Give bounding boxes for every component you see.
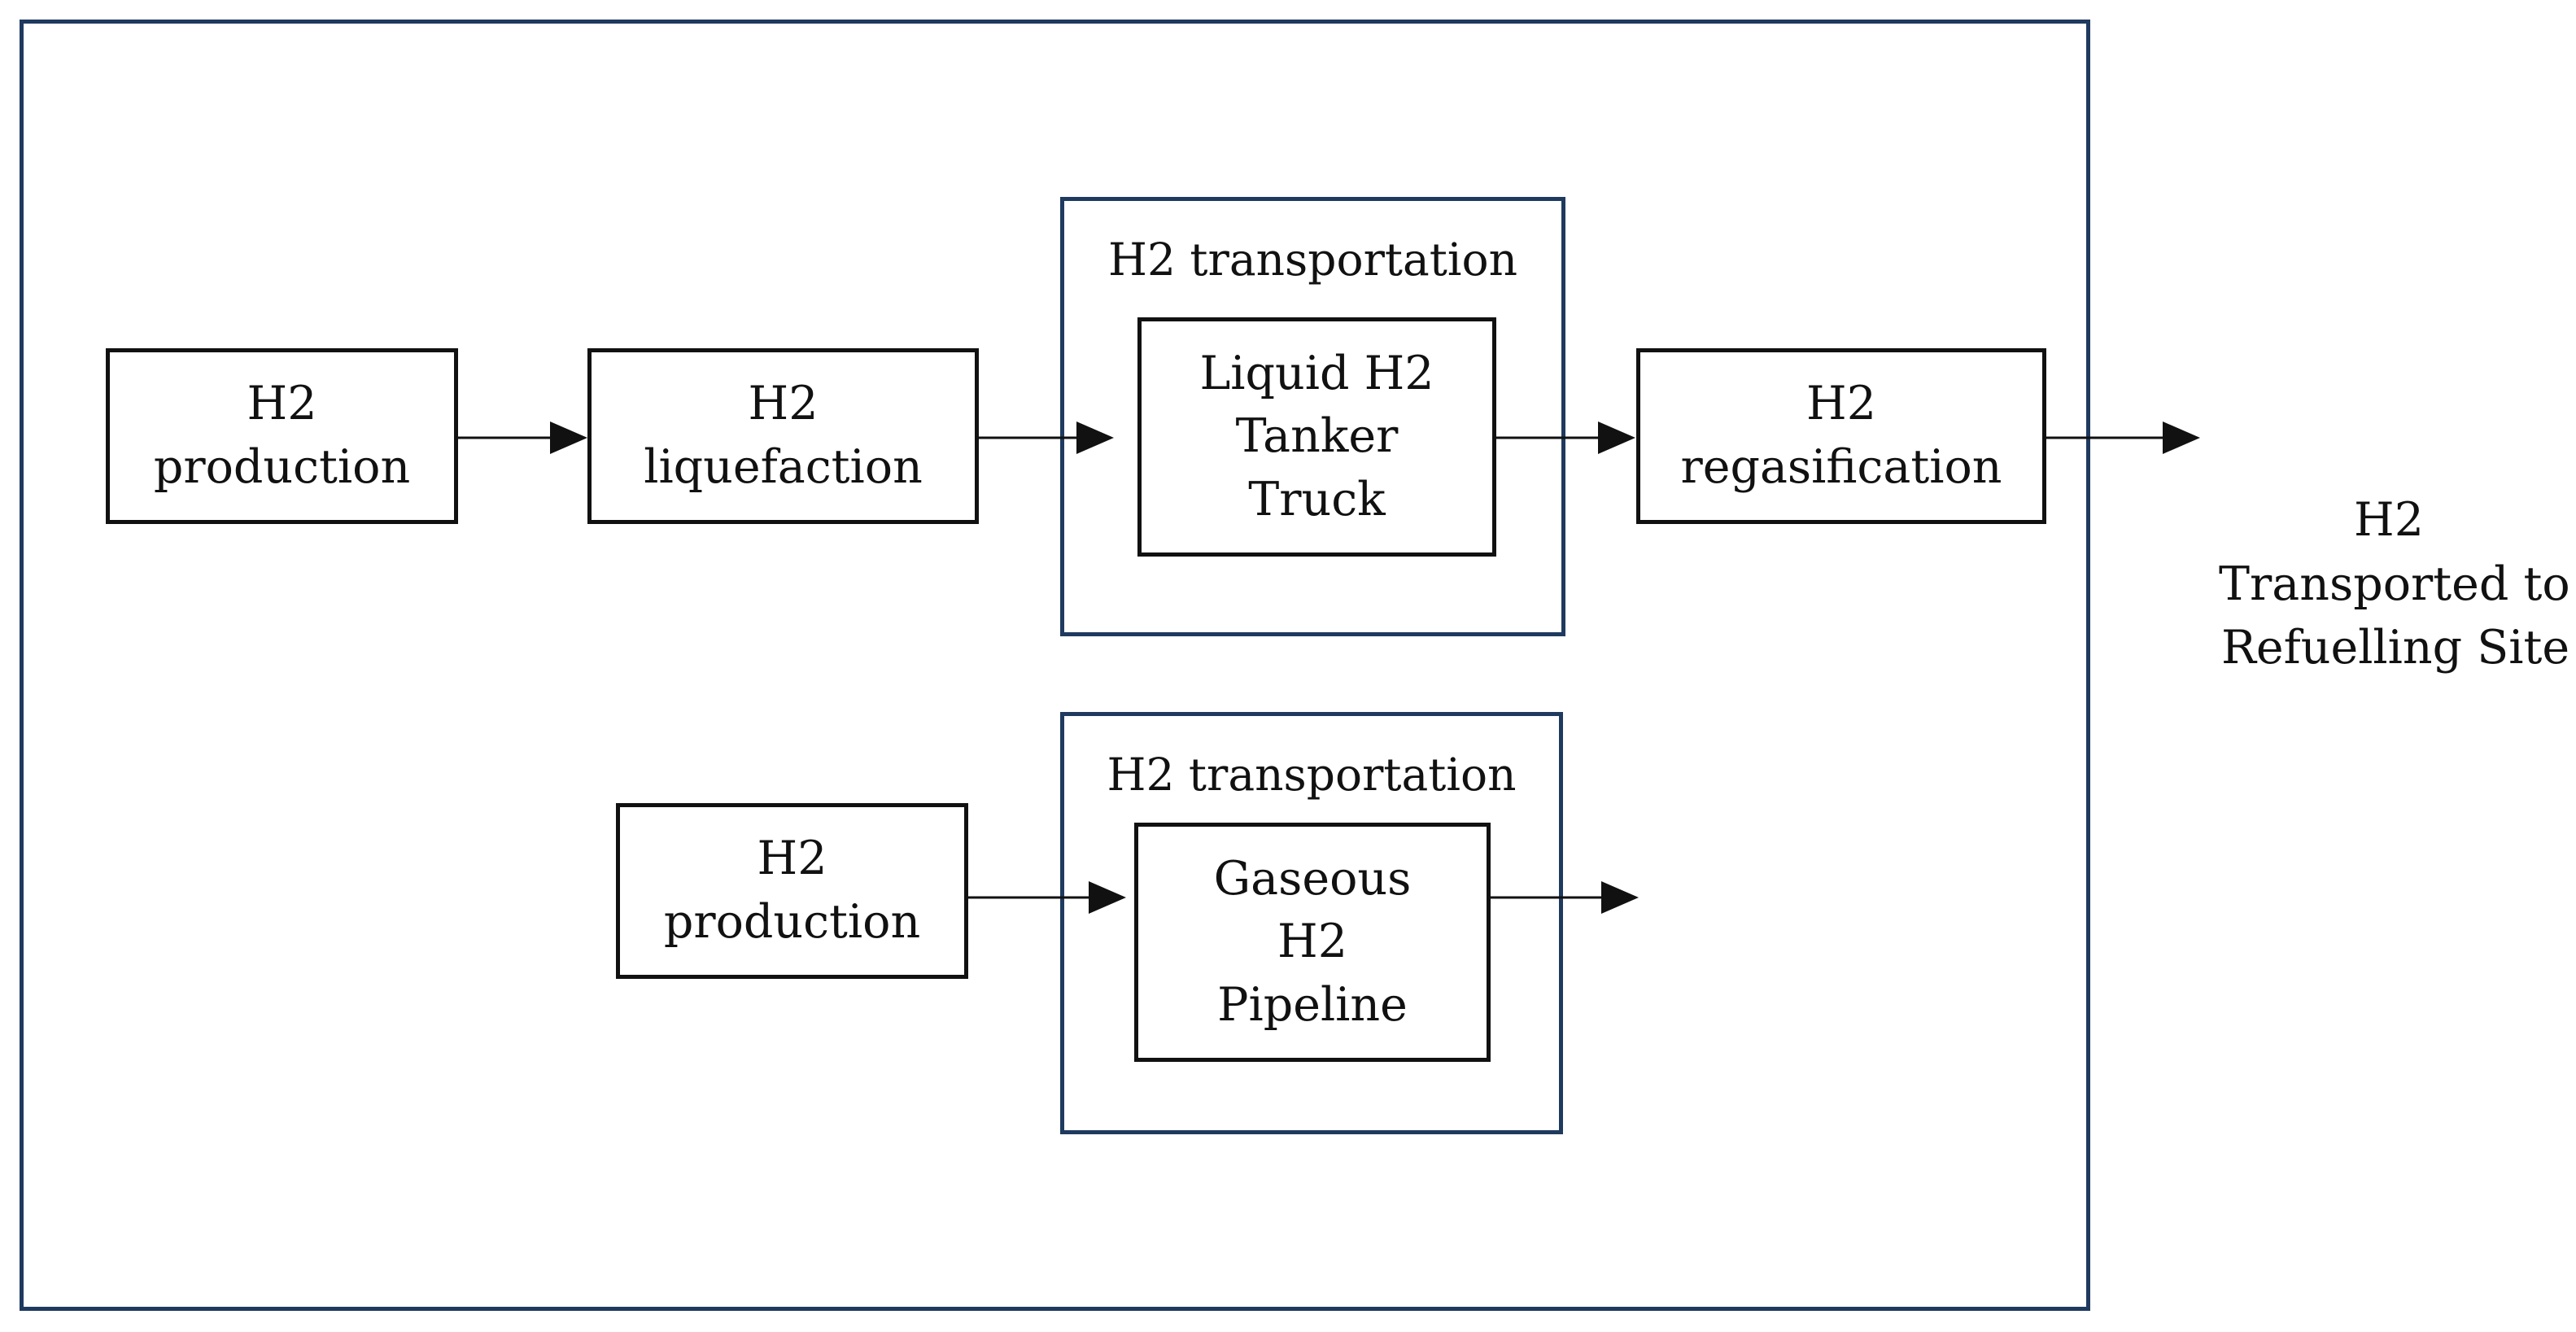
node-label-line: H2	[1277, 915, 1347, 969]
transportation-group-title-gaseous: H2 transportation	[1107, 749, 1517, 801]
node-h2-regasification: H2 regasification	[1636, 348, 2046, 524]
node-label-line: liquefaction	[644, 440, 923, 494]
node-label-line: regasification	[1680, 440, 2002, 494]
node-label-line: production	[663, 895, 921, 949]
arrowhead-production-to-pipeline	[1089, 881, 1126, 914]
node-label-line: Tanker	[1235, 409, 1399, 464]
node-label-line: Liquid H2	[1199, 346, 1434, 400]
node-label-line: Gaseous	[1213, 851, 1412, 906]
destination-label-line: H2	[2354, 493, 2424, 547]
node-liquid-h2-tanker-truck: Liquid H2 Tanker Truck	[1137, 317, 1496, 557]
arrowhead-regasification-to-destination	[2163, 421, 2200, 454]
transportation-group-liquid: H2 transportation	[1060, 197, 1565, 636]
node-h2-production-liquid-route: H2 production	[106, 348, 458, 524]
transportation-group-gaseous: H2 transportation	[1060, 712, 1563, 1134]
destination-label: H2 Transported to Refuelling Site	[2164, 488, 2576, 680]
arrowhead-liquefaction-to-transport	[1076, 421, 1114, 454]
node-label-line: H2	[748, 377, 819, 431]
node-label-line: H2	[757, 832, 827, 886]
node-gaseous-h2-pipeline: Gaseous H2 Pipeline	[1134, 823, 1491, 1062]
node-label-line: Truck	[1248, 472, 1386, 526]
node-h2-production-gaseous-route: H2 production	[616, 803, 968, 979]
transportation-group-title-liquid: H2 transportation	[1107, 234, 1517, 286]
arrowhead-transport-to-regasification	[1598, 421, 1635, 454]
arrowhead-production-to-liquefaction	[550, 421, 587, 454]
system-boundary-frame	[20, 20, 2090, 1311]
node-label-line: production	[153, 440, 411, 494]
node-label-line: H2	[247, 377, 317, 431]
destination-label-line: Refuelling Site	[2221, 621, 2570, 675]
destination-label-line: Transported to	[2219, 557, 2570, 611]
node-h2-liquefaction: H2 liquefaction	[587, 348, 979, 524]
node-label-line: Pipeline	[1217, 977, 1408, 1032]
node-label-line: H2	[1806, 377, 1876, 431]
arrowhead-pipeline-out	[1601, 881, 1639, 914]
